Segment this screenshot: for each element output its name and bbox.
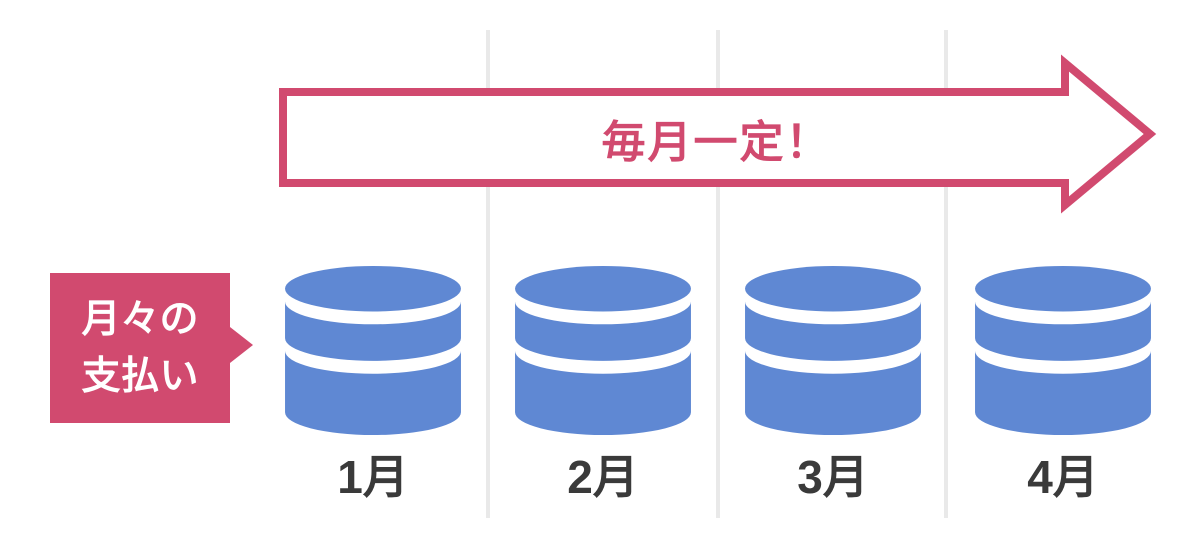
month-label: 1月 — [337, 451, 409, 503]
arrow-outline-shape — [279, 54, 1157, 214]
right-arrow-icon — [279, 54, 1157, 214]
coin-stack-icon — [975, 265, 1151, 435]
month-column: 3月 — [744, 265, 922, 502]
month-gridline — [486, 30, 490, 518]
coin-stack-icon — [515, 265, 691, 435]
month-column: 4月 — [974, 265, 1152, 502]
coin-stack-icon — [285, 265, 461, 435]
month-label: 3月 — [797, 451, 869, 503]
monthly-payment-label: 月々の 支払い — [50, 273, 253, 423]
pointer-triangle-icon — [230, 327, 253, 363]
coin-stack-icon — [745, 265, 921, 435]
months-row: 1月 2月 3月 4月 — [284, 265, 1152, 502]
payment-label-line1: 月々の — [81, 298, 199, 341]
payment-label-line2: 支払い — [81, 355, 199, 398]
month-column: 1月 — [284, 265, 462, 502]
arrow-label: 毎月一定！ — [601, 117, 832, 167]
month-label: 2月 — [567, 451, 639, 503]
month-column: 2月 — [514, 265, 692, 502]
month-gridline — [944, 30, 948, 518]
month-gridline — [716, 30, 720, 518]
month-label: 4月 — [1027, 451, 1099, 503]
